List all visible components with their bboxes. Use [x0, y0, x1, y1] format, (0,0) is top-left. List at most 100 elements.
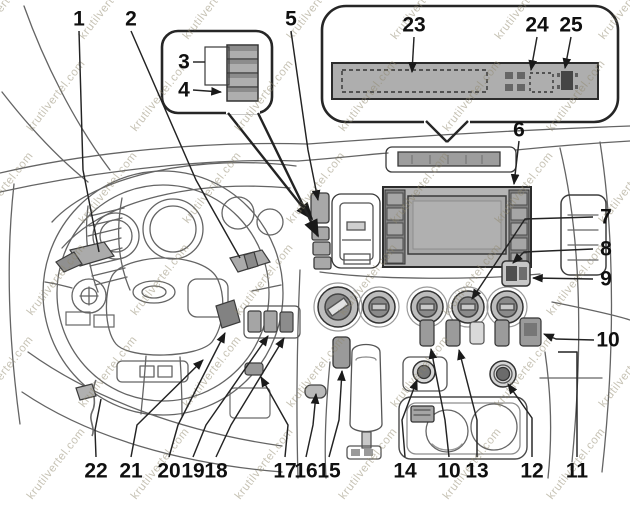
callout-label-22: 22	[84, 460, 107, 483]
callout-label-8: 8	[600, 238, 612, 261]
callout-leader-8	[512, 248, 594, 264]
dash-top-display	[397, 151, 501, 167]
callout-leader-4	[192, 86, 223, 96]
panel-switch	[263, 310, 278, 333]
callout-label-20: 20	[157, 460, 180, 483]
column-switch-panel	[243, 305, 301, 339]
callout-label-25: 25	[559, 14, 583, 37]
card-slot	[332, 336, 351, 369]
panel-switch	[247, 310, 262, 333]
callout-label-7: 7	[600, 206, 612, 229]
callout-leader-15	[328, 369, 346, 458]
callout-leader-23	[408, 36, 417, 74]
left-spoke-switch	[71, 278, 107, 314]
callout-label-17: 17	[273, 460, 296, 483]
left-lower-switch	[65, 311, 91, 326]
right-spoke-switch	[187, 278, 229, 318]
dash-top-display-vent	[385, 146, 517, 173]
rocker-switch	[419, 319, 435, 347]
callout-leader-2	[130, 30, 241, 259]
callout-leader-19	[192, 335, 269, 458]
callout-label-13: 13	[465, 460, 488, 483]
outlet-recess	[402, 356, 448, 392]
left-lower-switch	[93, 314, 115, 328]
side-button	[313, 256, 332, 270]
power-outlet-core	[416, 364, 432, 380]
right-stalk-band	[243, 251, 259, 270]
panel-switch	[279, 311, 294, 333]
callout-label-10: 10	[437, 460, 460, 483]
callout-leader-6	[510, 140, 520, 186]
watermark-text: krutilvertel.com	[0, 334, 36, 410]
rocker-switch	[494, 319, 510, 347]
callout-label-3: 3	[178, 51, 190, 74]
callout-label-18: 18	[204, 460, 228, 483]
callout-leader-22	[94, 398, 102, 458]
callout-label-14: 14	[393, 460, 417, 483]
callout-leader-24	[528, 36, 538, 72]
vent-thumbwheel	[346, 221, 366, 231]
console-bin	[398, 396, 528, 460]
callout-leader-25	[562, 36, 572, 70]
climate-control-knobs	[313, 282, 528, 332]
cup-holder	[470, 403, 518, 451]
callout-leader-21	[130, 359, 204, 458]
switch-blank	[469, 321, 485, 345]
callout-leader-14	[401, 378, 418, 458]
callout-label-12: 12	[520, 460, 543, 483]
callout-label-19: 19	[181, 460, 204, 483]
center-air-vent	[331, 193, 381, 269]
ignition-key	[215, 299, 241, 329]
console-area	[304, 336, 528, 460]
callout-label-6: 6	[513, 119, 525, 142]
lower-switch-row	[419, 317, 542, 347]
shift-gate	[346, 445, 382, 460]
callout-label-5: 5	[285, 8, 297, 31]
inset-balloon-switch-detail	[160, 29, 320, 238]
release-handle	[75, 383, 97, 401]
watermark-text: krutilvertel.com	[77, 334, 140, 410]
inset-balloon-display-detail	[320, 4, 620, 143]
coin-slot	[410, 405, 435, 423]
side-button	[312, 241, 331, 256]
callout-label-11: 11	[566, 460, 589, 483]
watermark-text: krutilvertel.com	[25, 426, 88, 502]
steering-column-controls	[55, 241, 301, 437]
lower-storage-box	[229, 387, 271, 419]
cup-holder	[425, 409, 469, 453]
callout-label-2: 2	[125, 8, 137, 31]
shift-lever-shaft	[361, 431, 372, 449]
lower-column-panel	[116, 360, 189, 383]
watermark-text: krutilvertel.com	[129, 242, 192, 318]
rocker-switch	[445, 319, 461, 347]
watermark-text: krutilvertel.com	[25, 242, 88, 318]
callout-leader-11	[558, 351, 578, 457]
callout-label-15: 15	[317, 460, 341, 483]
callout-label-23: 23	[402, 14, 425, 37]
passenger-side-vent	[560, 194, 607, 276]
callout-leader-12	[507, 383, 533, 457]
callout-label-4: 4	[178, 79, 190, 102]
callout-leader-20	[168, 332, 226, 458]
callout-label-24: 24	[525, 14, 549, 37]
callout-label-16: 16	[294, 460, 317, 483]
callout-label-9: 9	[600, 268, 612, 291]
audio-navigation-unit	[382, 186, 532, 268]
display-zone-24	[529, 72, 554, 93]
callout-leader-1	[78, 30, 100, 253]
callout-label-1: 1	[73, 8, 85, 31]
callout-leader-9	[531, 273, 594, 283]
left-stalk-tip	[55, 251, 83, 273]
console-bin-inner	[406, 402, 521, 455]
watermark-text: krutilvertel.com	[181, 150, 244, 226]
callout-label-21: 21	[119, 460, 143, 483]
callout-leader-10	[542, 333, 595, 342]
steering-emblem	[132, 280, 176, 304]
watermark-text: krutilvertel.com	[0, 0, 36, 42]
aux-input-jack	[501, 260, 531, 287]
callout-leader-5	[290, 30, 321, 202]
shift-lever-boot	[349, 343, 383, 433]
